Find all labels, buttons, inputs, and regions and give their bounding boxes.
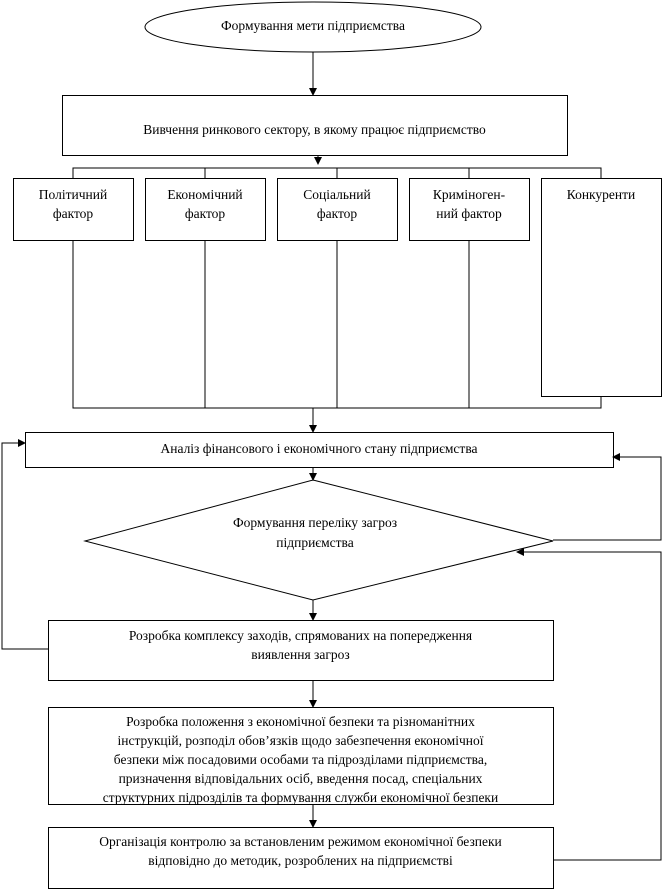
factor-line: Економічний (167, 187, 243, 202)
factor-line: Криміноген- (432, 187, 506, 202)
factor-line: фактор (184, 206, 226, 221)
control-label: Організація контролю за встановленим реж… (48, 832, 553, 870)
regulations-box (48, 707, 554, 805)
regulations-line: структурних підрозділів та формування сл… (102, 790, 499, 805)
market-study-label: Вивчення ринкового сектору, в якому прац… (143, 122, 486, 137)
regulations-line: Розробка положення з економічної безпеки… (126, 714, 475, 729)
control-line: Організація контролю за встановленим реж… (99, 834, 502, 849)
control-box (48, 827, 554, 889)
measures-line: виявлення загроз (251, 647, 350, 662)
threats-line: Формування переліку загроз (232, 515, 398, 530)
factor-line: фактор (52, 206, 94, 221)
regulations-line: інструкцій, розподіл обов’язків щодо заб… (117, 733, 484, 748)
analysis-box (25, 432, 614, 468)
start-label: Формування мети підприємства (221, 18, 405, 33)
regulations-line: призначення відповідальних осіб, введенн… (118, 771, 483, 786)
threats-line: підприємства (276, 535, 354, 550)
regulations-line: безпеки між посадовими особами та підроз… (113, 752, 488, 767)
analysis-label: Аналіз фінансового і економічного стану … (160, 441, 478, 456)
market-study-box (62, 95, 568, 156)
factor-criminogenic-label: Криміноген-ний фактор (409, 185, 529, 223)
factor-economic-label: Економічний фактор (145, 185, 265, 223)
regulations-label: Розробка положення з економічної безпеки… (48, 712, 553, 807)
factor-line: Політичний (38, 187, 108, 202)
factor-line: фактор (316, 206, 358, 221)
measures-line: Розробка комплексу заходів, спрямованих … (128, 628, 473, 643)
threats-label: Формування переліку загроз підприємства (150, 513, 480, 553)
factor-box-competitors (541, 178, 662, 397)
factor-competitors-label: Конкуренти (566, 187, 636, 202)
factor-social-label: Соціальний фактор (277, 185, 397, 223)
factor-political-label: Політичний фактор (13, 185, 133, 223)
control-line: відповідно до методик, розроблених на пі… (148, 853, 453, 868)
factor-line: ний фактор (436, 206, 502, 221)
measures-label: Розробка комплексу заходів, спрямованих … (48, 626, 553, 664)
measures-box (48, 620, 554, 681)
factor-line: Соціальний (303, 187, 371, 202)
